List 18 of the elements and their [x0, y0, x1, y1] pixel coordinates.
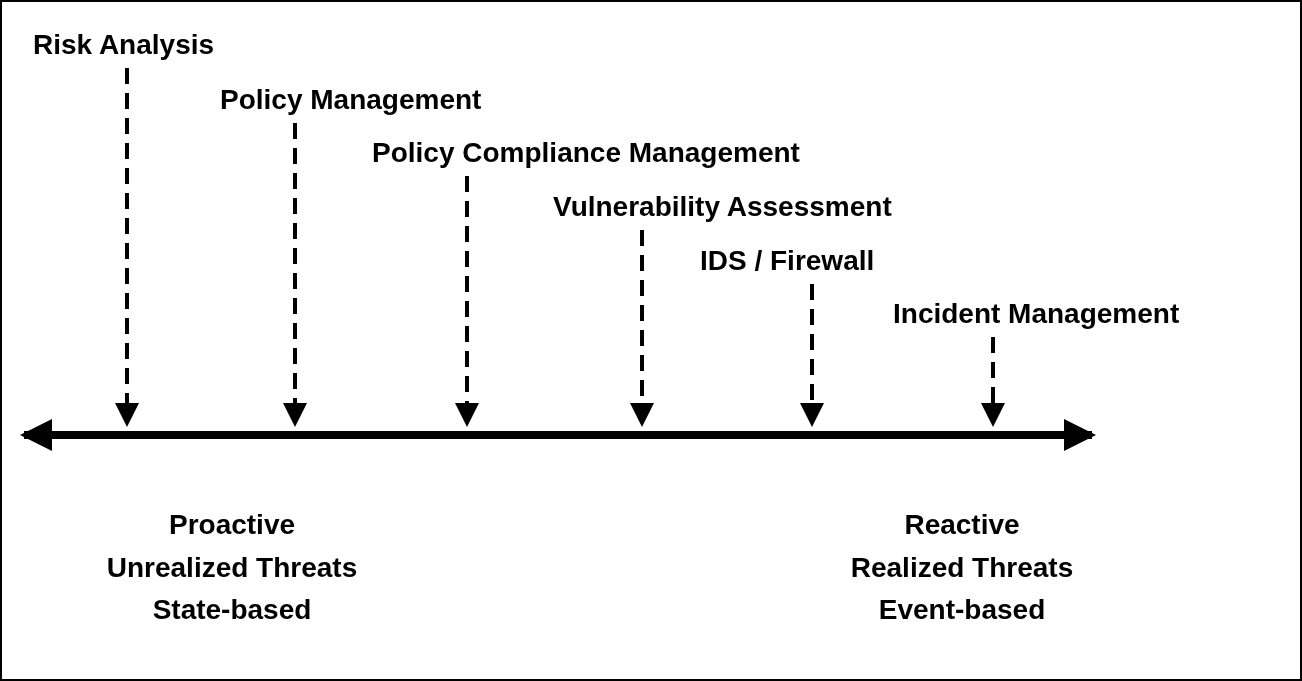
- stage-label: Vulnerability Assessment: [553, 190, 892, 224]
- dashed-arrow: [283, 123, 307, 427]
- category-label: Unrealized Threats: [106, 551, 358, 585]
- category-label: Event-based: [878, 593, 1046, 627]
- stage-label: Policy Management: [220, 83, 482, 117]
- category-label: Proactive: [168, 508, 296, 542]
- stage-label: Policy Compliance Management: [372, 136, 800, 170]
- dashed-arrow: [455, 176, 479, 427]
- stage-label: Risk Analysis: [33, 28, 215, 62]
- dashed-arrow: [115, 68, 139, 427]
- dashed-arrow: [630, 230, 654, 427]
- category-label: Realized Threats: [850, 551, 1074, 585]
- category-label: Reactive: [904, 508, 1020, 542]
- dashed-arrow: [800, 284, 824, 427]
- category-label: State-based: [152, 593, 312, 627]
- stage-label: Incident Management: [893, 297, 1180, 331]
- dashed-arrow: [981, 337, 1005, 427]
- stage-label: IDS / Firewall: [700, 244, 875, 278]
